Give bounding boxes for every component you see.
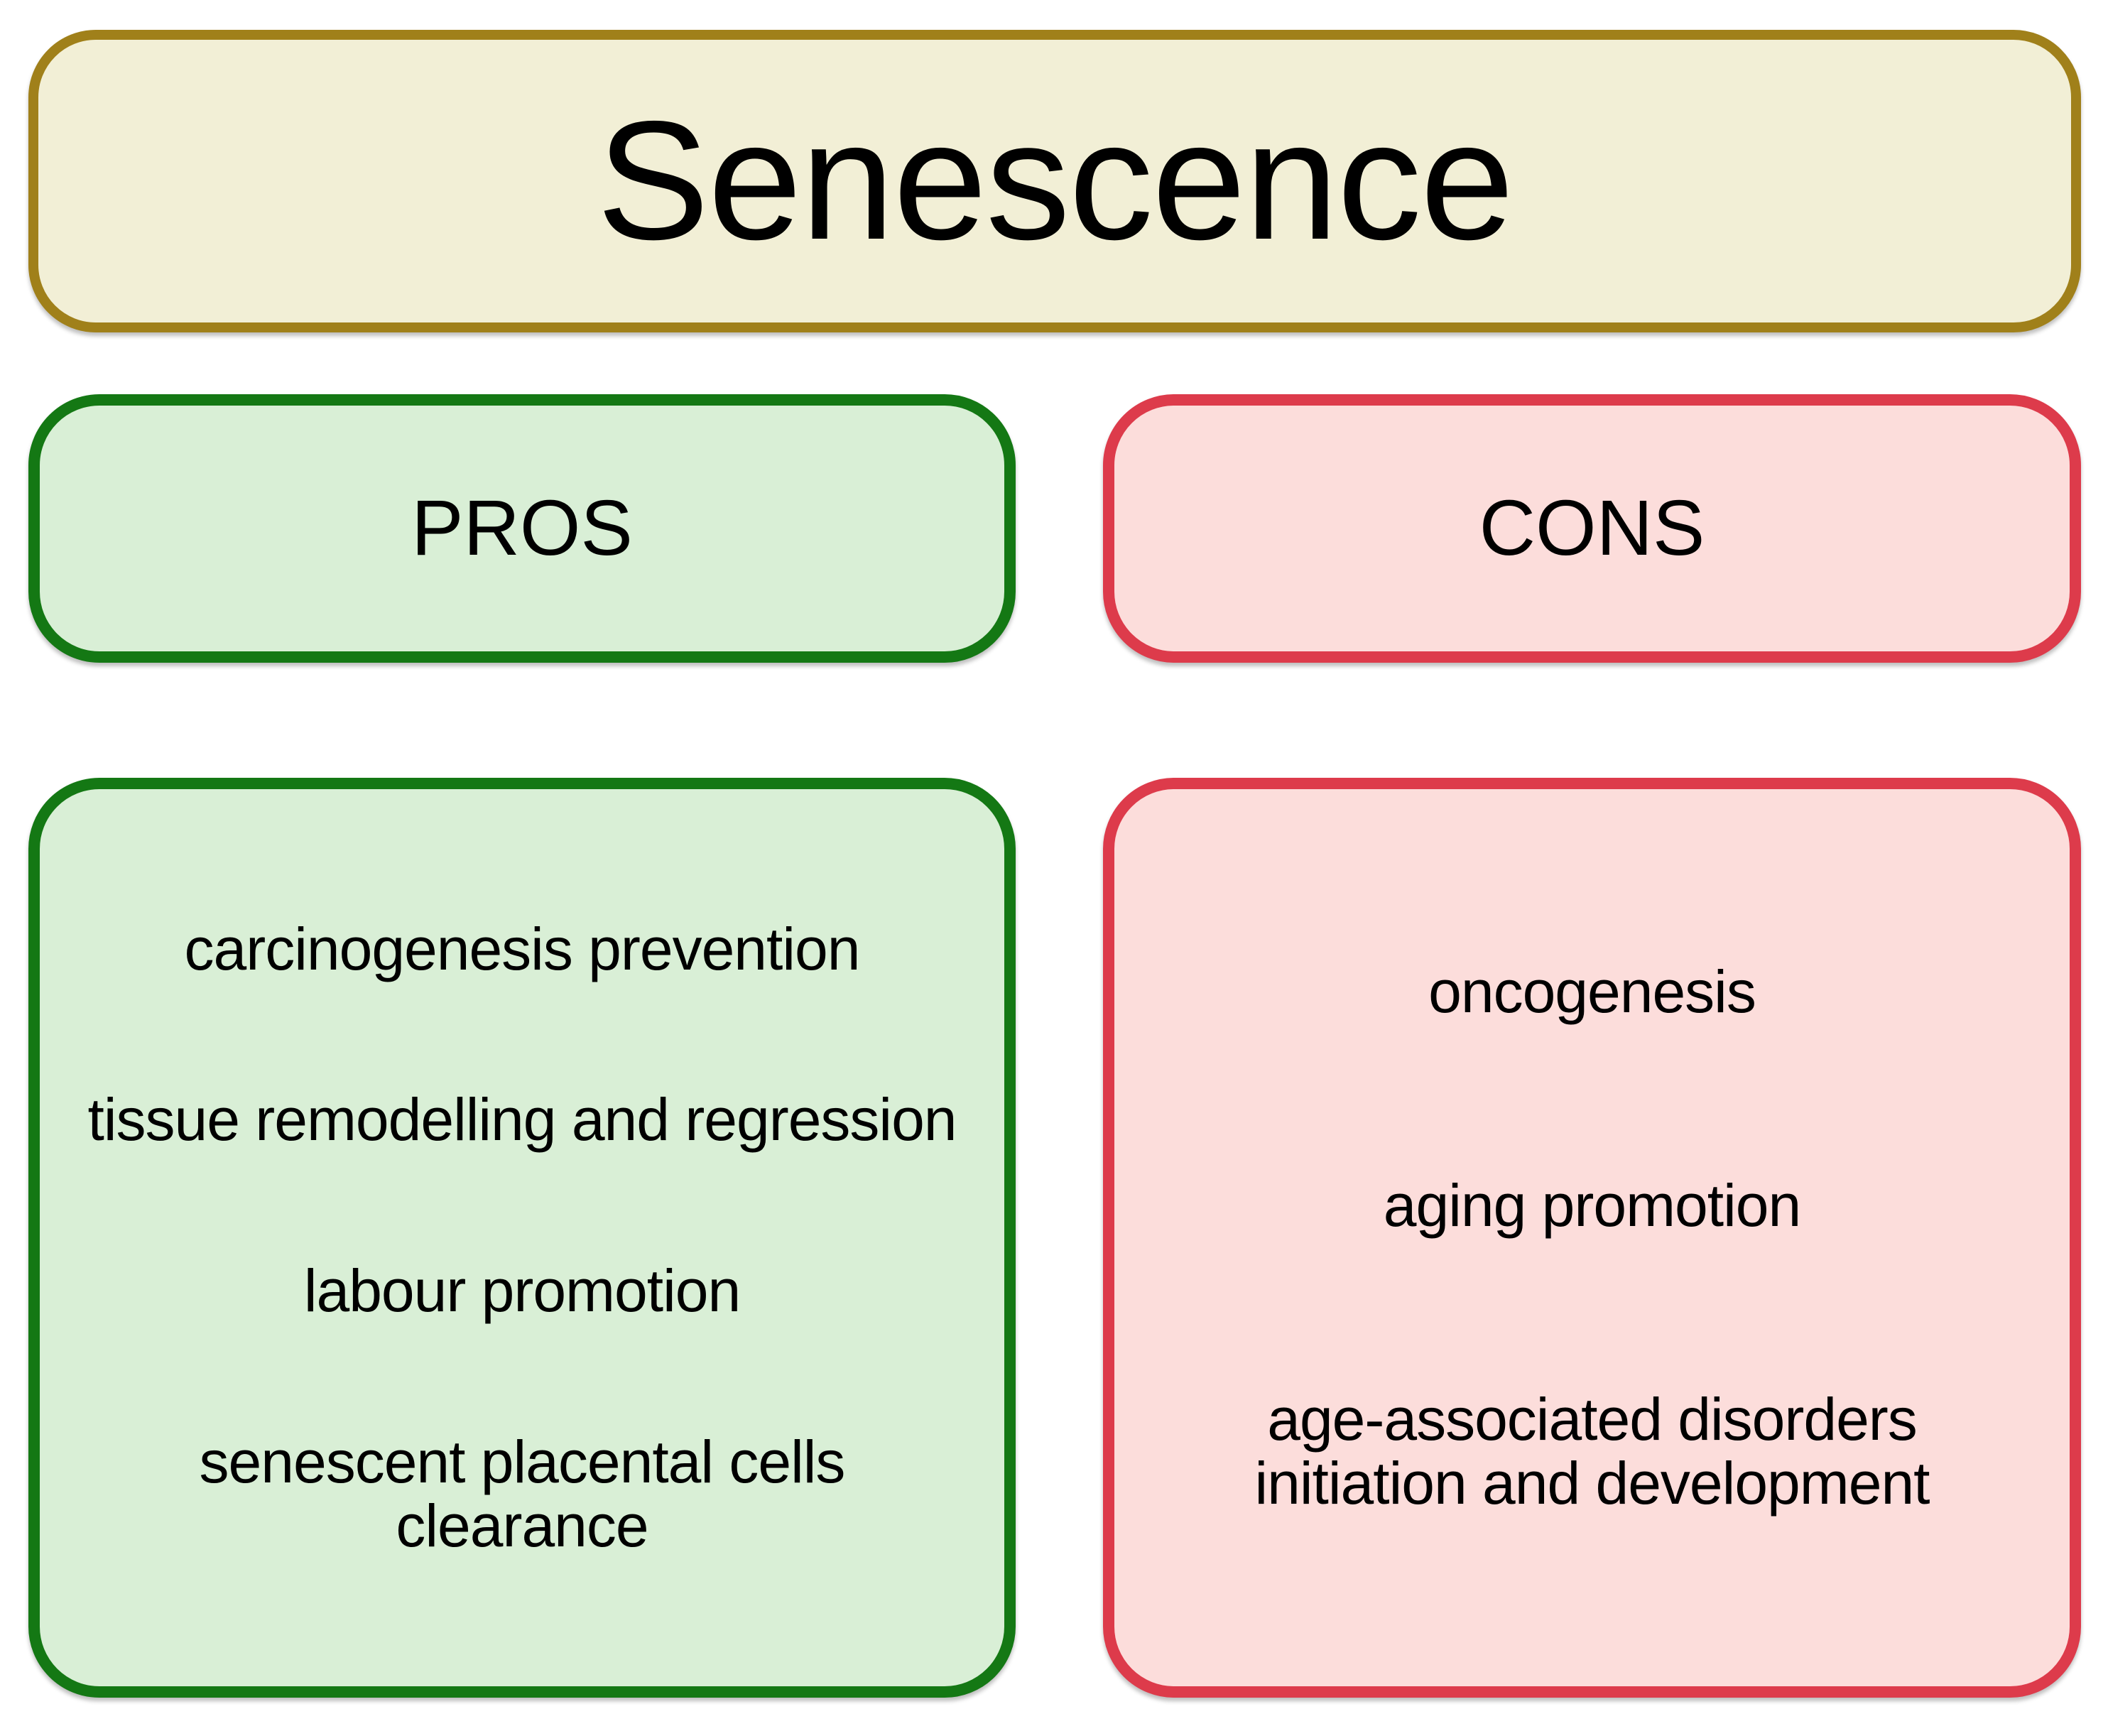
pros-content-box: carcinogenesis prevention tissue remodel… <box>28 778 1016 1698</box>
cons-item: aging promotion <box>1383 1171 1801 1239</box>
pros-item: senescent placental cells clearance <box>199 1428 846 1560</box>
pros-item: carcinogenesis prevention <box>184 915 861 982</box>
cons-content-box: oncogenesis aging promotion age-associat… <box>1103 778 2081 1698</box>
title-box: Senescence <box>28 30 2081 332</box>
pros-header-box: PROS <box>28 394 1016 663</box>
cons-item: oncogenesis <box>1428 958 1756 1026</box>
cons-header-box: CONS <box>1103 394 2081 663</box>
diagram-title: Senescence <box>597 87 1514 275</box>
pros-item: tissue remodelling and regression <box>87 1086 957 1154</box>
cons-header-label: CONS <box>1479 484 1705 572</box>
pros-header-label: PROS <box>411 484 633 572</box>
cons-item: age-associated disorders initiation and … <box>1254 1385 1930 1517</box>
pros-item: labour promotion <box>303 1257 741 1325</box>
